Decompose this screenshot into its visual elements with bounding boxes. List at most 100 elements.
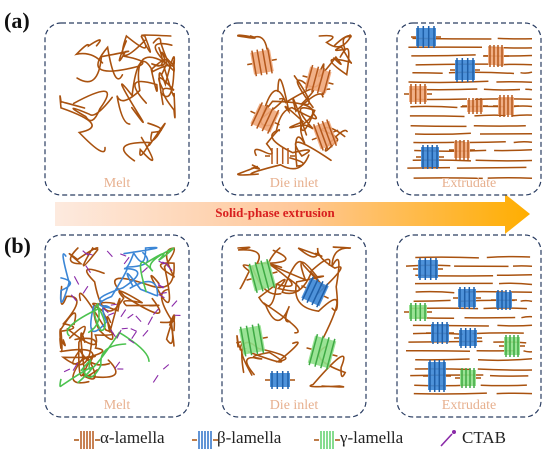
ctab-molecule [102, 307, 109, 314]
ctab-molecule [110, 329, 116, 338]
ctab-molecule [73, 276, 80, 285]
polymer-chain [239, 264, 282, 295]
polymer-chain [59, 253, 72, 303]
ctab-molecule [63, 368, 71, 373]
aligned-chain [520, 71, 533, 74]
alpha-lamella [493, 95, 519, 117]
aligned-chain [497, 324, 533, 327]
polymer-chain [237, 34, 268, 50]
polymer-chain [92, 297, 121, 341]
panel-b-melt [44, 234, 190, 418]
row-b-label: (b) [4, 233, 31, 258]
polymer-chain [59, 312, 77, 349]
polymer-chain [59, 367, 93, 388]
aligned-chain [467, 141, 506, 144]
legend-gamma-lamella: γ-lamella [340, 428, 404, 447]
ctab-molecule [85, 265, 91, 273]
alpha-lamella-icon [74, 431, 100, 449]
beta-lamella [491, 290, 517, 310]
ctab-molecule [110, 303, 117, 306]
alpha-lamella [247, 47, 277, 77]
ctab-molecule [86, 252, 93, 256]
aligned-chain [412, 71, 443, 74]
alpha-lamella [483, 45, 509, 67]
alpha-lamella [265, 148, 295, 164]
process-arrow [55, 194, 530, 234]
aligned-chain [523, 350, 533, 353]
aligned-chain [472, 332, 524, 335]
gamma-lamella [455, 368, 481, 388]
beta-lamella [454, 328, 482, 348]
caption-b-die-inlet: Die inlet [269, 398, 319, 413]
aligned-chain [448, 71, 515, 75]
legend-alpha-lamella: α-lamella [100, 428, 165, 447]
legend-beta-lamella: β-lamella [217, 428, 282, 447]
aligned-chain [489, 374, 529, 377]
aligned-chain [415, 290, 455, 294]
polymer-chain [66, 302, 106, 337]
polymer-chain [289, 107, 316, 167]
ctab-molecule [127, 313, 134, 319]
aligned-chain [413, 177, 483, 180]
polymer-chain [139, 247, 175, 293]
ctab-molecule [114, 361, 121, 369]
alpha-lamella [311, 119, 339, 151]
aligned-chain [486, 255, 531, 259]
aligned-chain [496, 80, 533, 83]
polymer-chain [260, 78, 314, 129]
aligned-chain [477, 368, 533, 371]
ctab-molecule [152, 374, 159, 383]
polymer-chain [147, 122, 166, 146]
alpha-lamella [449, 140, 475, 160]
aligned-chain [414, 149, 487, 152]
polymer-chain [72, 90, 113, 122]
ctab-molecule [128, 338, 135, 344]
gamma-lamella [236, 323, 268, 357]
aligned-chain [408, 80, 489, 84]
ctab-head-icon [452, 430, 456, 434]
ctab-molecule [107, 312, 115, 316]
aligned-chain [513, 140, 533, 144]
ctab-molecule [120, 309, 127, 318]
ctab-molecule [166, 264, 173, 272]
polymer-chain [72, 337, 104, 384]
beta-lamella [416, 145, 444, 169]
aligned-chain [413, 299, 451, 302]
beta-lamella [426, 322, 454, 344]
row-a-label: (a) [4, 8, 30, 33]
beta-lamella [413, 258, 443, 280]
ctab-molecule [157, 285, 165, 288]
polymer-chain [263, 301, 299, 334]
gamma-lamella [246, 258, 278, 294]
panel-b-extrudate [396, 234, 542, 418]
aligned-chain [415, 256, 479, 259]
aligned-chain [412, 159, 472, 162]
polymer-chain [331, 246, 352, 312]
gamma-lamella [404, 303, 432, 321]
alpha-lamella [302, 64, 334, 96]
aligned-chain [480, 384, 527, 387]
aligned-chain [410, 374, 484, 377]
ctab-molecule [162, 364, 170, 370]
ctab-molecule [152, 308, 160, 316]
gamma-lamella [499, 335, 525, 357]
polymer-chain [158, 67, 176, 119]
polymer-chain [330, 35, 353, 76]
ctab-molecule [123, 256, 130, 265]
ctab-molecule [82, 285, 89, 294]
ctab-molecule [70, 294, 77, 302]
panel-a-melt [44, 22, 190, 196]
ctab-molecule [131, 331, 137, 340]
ctab-molecule [142, 329, 149, 337]
caption-b-extrudate: Extrudate [441, 398, 497, 413]
beta-lamella [450, 58, 480, 82]
polymer-chain [98, 246, 158, 303]
beta-lamella [411, 26, 441, 48]
alpha-lamella [404, 84, 432, 104]
ctab-molecule [135, 315, 142, 323]
aligned-chain [410, 124, 467, 128]
caption-a-extrudate: Extrudate [441, 176, 497, 191]
polymer-chain [237, 246, 287, 265]
caption-b-melt: Melt [103, 398, 131, 413]
aligned-chain [525, 88, 533, 91]
